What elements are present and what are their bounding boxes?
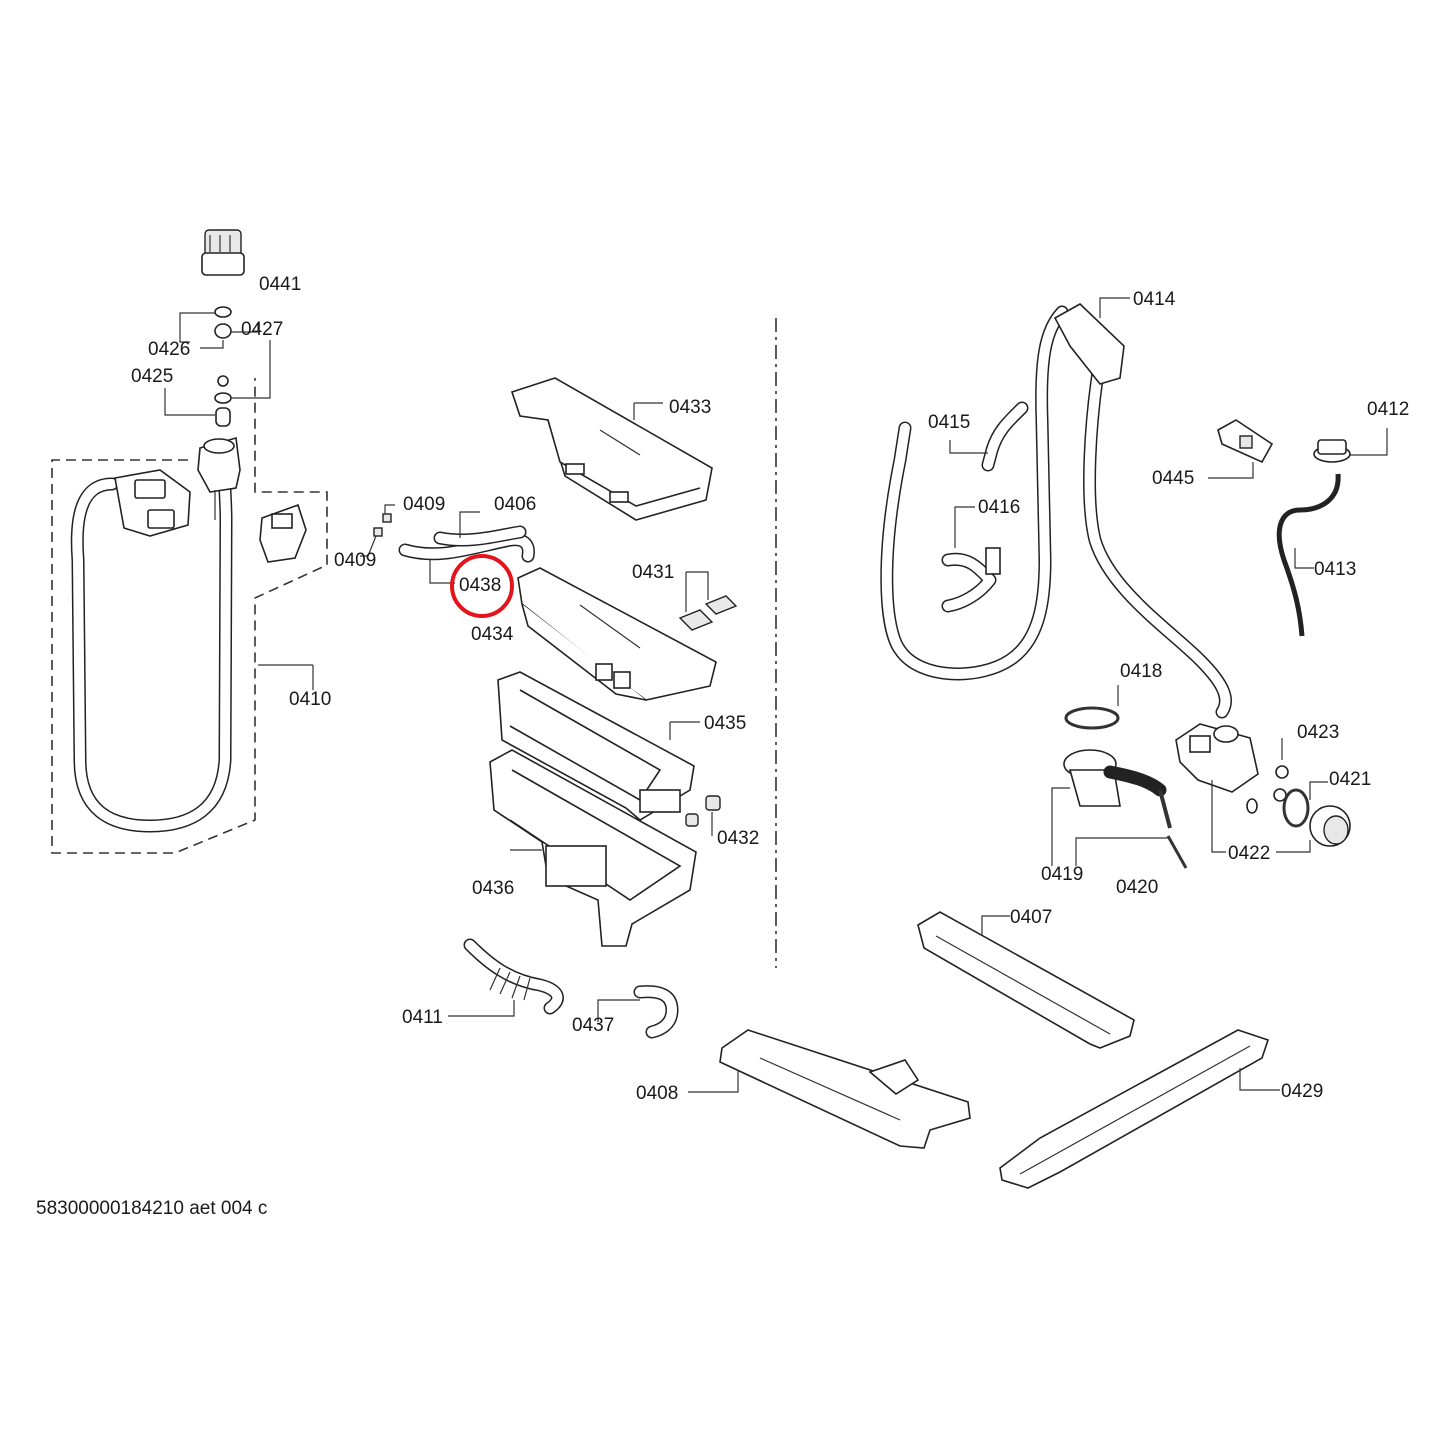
label-0445: 0445 <box>1152 468 1195 489</box>
label-0411: 0411 <box>402 1007 443 1028</box>
highlight-circle <box>450 554 514 618</box>
label-0425: 0425 <box>131 366 174 387</box>
diagram-reference-code: 58300000184210 aet 004 c <box>36 1198 268 1219</box>
part-0433-drawing <box>510 377 713 521</box>
label-0419: 0419 <box>1041 864 1084 885</box>
part-0436-drawing <box>489 749 697 947</box>
label-0429: 0429 <box>1281 1081 1324 1102</box>
label-0406: 0406 <box>494 494 537 515</box>
label-0416: 0416 <box>978 497 1021 518</box>
label-0407: 0407 <box>1010 907 1053 928</box>
part-0423-drawing <box>1246 765 1289 814</box>
valve-bracket-drawing <box>114 469 191 537</box>
label-0409-bottom: 0409 <box>334 550 377 571</box>
label-0433: 0433 <box>669 397 712 418</box>
part-0416-drawing <box>941 547 1001 613</box>
label-0436: 0436 <box>472 878 515 899</box>
part-0441-drawing <box>201 229 245 276</box>
label-0432: 0432 <box>717 828 760 849</box>
part-0445-drawing <box>1217 419 1274 464</box>
label-0418: 0418 <box>1120 661 1163 682</box>
label-0408: 0408 <box>636 1083 679 1104</box>
part-0419-drawing <box>1063 749 1172 829</box>
label-0431: 0431 <box>632 562 675 583</box>
washers-0426-0427-drawing <box>214 306 232 427</box>
part-0412-drawing <box>1313 439 1351 463</box>
label-0421: 0421 <box>1329 769 1372 790</box>
part-0408-drawing <box>719 1029 971 1149</box>
label-0435: 0435 <box>704 713 747 734</box>
label-0412: 0412 <box>1367 399 1410 420</box>
label-0415: 0415 <box>928 412 971 433</box>
hose-connector-drawing <box>197 436 241 520</box>
label-0422: 0422 <box>1228 843 1271 864</box>
part-0431-drawing <box>678 595 738 631</box>
part-0435-drawing <box>497 671 695 821</box>
label-0413: 0413 <box>1314 559 1357 580</box>
screw-0409-drawing <box>373 513 392 537</box>
part-0432-drawing <box>685 795 721 827</box>
part-0407-drawing <box>917 911 1135 1049</box>
label-0420: 0420 <box>1116 877 1159 898</box>
part-0437-drawing <box>633 985 679 1039</box>
part-0434-drawing <box>517 567 717 701</box>
part-0414-connector-drawing <box>1053 303 1125 385</box>
label-0437: 0437 <box>572 1015 615 1036</box>
valve-0409-drawing <box>259 503 307 563</box>
part-0411-drawing <box>463 938 564 1015</box>
label-0441: 0441 <box>259 274 302 295</box>
label-0414: 0414 <box>1133 289 1176 310</box>
part-0422-drawing <box>1175 723 1259 793</box>
label-0434: 0434 <box>471 624 514 645</box>
label-0409-top: 0409 <box>403 494 446 515</box>
part-0421-drawing <box>1282 788 1351 847</box>
part-0418-drawing <box>1064 706 1120 730</box>
label-0427: 0427 <box>241 319 284 340</box>
label-0423: 0423 <box>1297 722 1340 743</box>
label-0426: 0426 <box>148 339 191 360</box>
label-0410: 0410 <box>289 689 332 710</box>
label-0438: 0438 <box>459 575 502 596</box>
part-0429-drawing <box>999 1029 1270 1189</box>
